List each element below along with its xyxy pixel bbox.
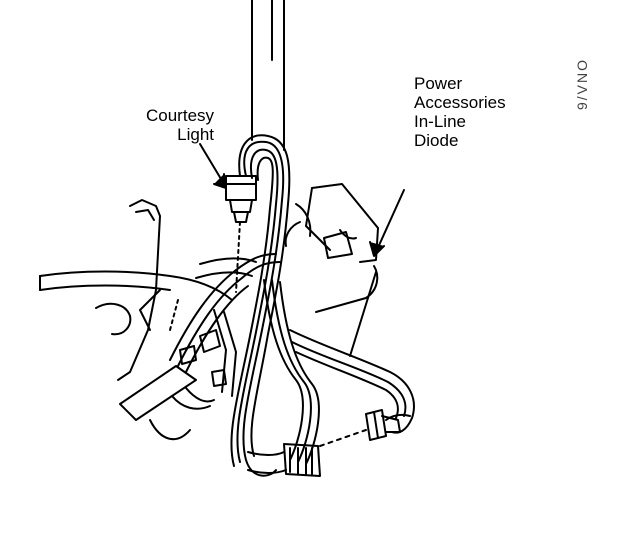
- main-harness-loop: [230, 134, 291, 477]
- separate-connector: [319, 409, 411, 447]
- left-harness-bundle: [139, 253, 281, 397]
- power-label-line3: In-Line: [414, 112, 466, 131]
- pillar: [251, 0, 285, 151]
- power-label-line2: Accessories: [414, 93, 506, 112]
- courtesy-light-label: Courtesy Light: [146, 106, 214, 144]
- arrow-down-right-icon: [199, 143, 227, 189]
- power-accessories-diode-label: Power Accessories In-Line Diode: [414, 74, 506, 150]
- courtesy-light-label-line1: Courtesy: [146, 106, 215, 125]
- figure-reference-number: 9/VNO: [574, 57, 590, 110]
- diode-bracket: [284, 183, 379, 357]
- power-label-line4: Diode: [414, 131, 459, 150]
- loop-connector: [247, 443, 321, 477]
- courtesy-light-label-line2: Light: [177, 125, 215, 144]
- door-panel: [39, 199, 233, 441]
- arrow-down-left-icon: [369, 189, 405, 257]
- harness-clips: [179, 329, 227, 387]
- right-harness-loop: [263, 279, 415, 465]
- power-label-line1: Power: [414, 74, 463, 93]
